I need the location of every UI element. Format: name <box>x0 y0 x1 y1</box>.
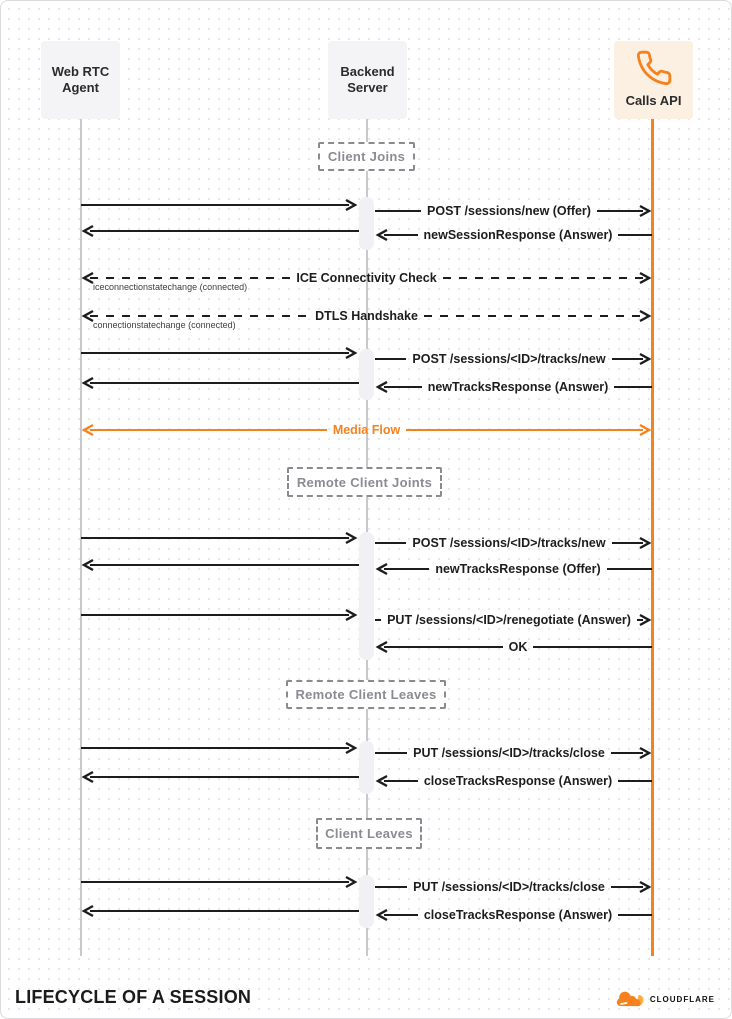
arrow-webrtc-to-backend <box>81 740 358 756</box>
message-arrow: PUT /sessions/<ID>/tracks/close <box>375 879 652 895</box>
message-arrow: newSessionResponse (Answer) <box>375 227 653 243</box>
message-arrow: POST /sessions/<ID>/tracks/new <box>375 351 652 367</box>
message-label: PUT /sessions/<ID>/renegotiate (Answer) <box>387 613 631 627</box>
message-arrow-ice: ICE Connectivity Check <box>81 270 652 286</box>
arrow-backend-to-webrtc <box>81 903 359 919</box>
arrow-webrtc-to-backend <box>81 874 358 890</box>
arrow-webrtc-to-backend <box>81 345 358 361</box>
message-arrow-media-flow: Media Flow <box>81 422 652 438</box>
message-arrow: PUT /sessions/<ID>/tracks/close <box>375 745 652 761</box>
activation-bar <box>359 197 374 250</box>
phone-icon <box>636 50 671 86</box>
actor-calls-api: Calls API <box>614 41 693 119</box>
message-arrow: closeTracksResponse (Answer) <box>375 773 652 789</box>
message-arrow: OK <box>375 639 652 655</box>
diagram-title: LIFECYCLE OF A SESSION <box>15 987 252 1007</box>
message-arrow: POST /sessions/<ID>/tracks/new <box>375 535 652 551</box>
event-note-ice: iceconnectionstatechange (connected) <box>93 282 248 292</box>
message-label: OK <box>508 640 528 654</box>
cloudflare-cloud-icon <box>616 991 644 1007</box>
arrow-backend-to-webrtc <box>81 557 359 573</box>
message-label: closeTracksResponse (Answer) <box>423 908 613 922</box>
message-arrow-dtls: DTLS Handshake <box>81 308 652 324</box>
phase-client-leaves: Client Leaves <box>316 818 422 849</box>
message-label: PUT /sessions/<ID>/tracks/close <box>413 746 605 760</box>
cloudflare-logo: CLOUDFLARE <box>616 991 715 1008</box>
arrow-webrtc-to-backend <box>81 530 358 546</box>
message-arrow: POST /sessions/new (Offer) <box>375 203 652 219</box>
message-label: ICE Connectivity Check <box>296 271 437 285</box>
phase-client-joins: Client Joins <box>318 142 415 171</box>
arrow-backend-to-webrtc <box>81 375 359 391</box>
activation-bar <box>359 875 374 928</box>
actor-label: Web RTC Agent <box>51 63 110 95</box>
message-label: newTracksResponse (Answer) <box>427 380 609 394</box>
phase-remote-client-joints: Remote Client Joints <box>287 467 442 497</box>
message-label: Media Flow <box>332 423 401 437</box>
phase-remote-client-leaves: Remote Client Leaves <box>286 680 446 709</box>
actor-backend-server: Backend Server <box>328 41 407 119</box>
actor-label: Calls API <box>625 93 682 108</box>
message-label: newTracksResponse (Offer) <box>435 562 601 576</box>
message-label: newSessionResponse (Answer) <box>423 228 613 242</box>
arrow-backend-to-webrtc <box>81 223 359 239</box>
arrow-webrtc-to-backend <box>81 197 358 213</box>
message-arrow: PUT /sessions/<ID>/renegotiate (Answer) <box>375 612 652 628</box>
lifeline-calls-api <box>651 119 654 956</box>
message-label: POST /sessions/<ID>/tracks/new <box>412 536 606 550</box>
message-label: closeTracksResponse (Answer) <box>423 774 613 788</box>
message-label: DTLS Handshake <box>315 309 418 323</box>
message-label: PUT /sessions/<ID>/tracks/close <box>413 880 605 894</box>
activation-bar <box>359 741 374 794</box>
message-arrow: newTracksResponse (Answer) <box>375 379 652 395</box>
actor-label: Backend Server <box>340 63 395 95</box>
message-arrow: newTracksResponse (Offer) <box>375 561 652 577</box>
activation-bar <box>359 532 374 660</box>
activation-bar <box>359 349 374 400</box>
arrow-webrtc-to-backend <box>81 607 358 623</box>
actor-webrtc-agent: Web RTC Agent <box>41 41 120 119</box>
message-label: POST /sessions/new (Offer) <box>427 204 591 218</box>
event-note-dtls: connectionstatechange (connected) <box>93 320 236 330</box>
brand-wordmark: CLOUDFLARE <box>649 995 715 1004</box>
message-arrow: closeTracksResponse (Answer) <box>375 907 652 923</box>
arrow-backend-to-webrtc <box>81 769 359 785</box>
message-label: POST /sessions/<ID>/tracks/new <box>412 352 606 366</box>
